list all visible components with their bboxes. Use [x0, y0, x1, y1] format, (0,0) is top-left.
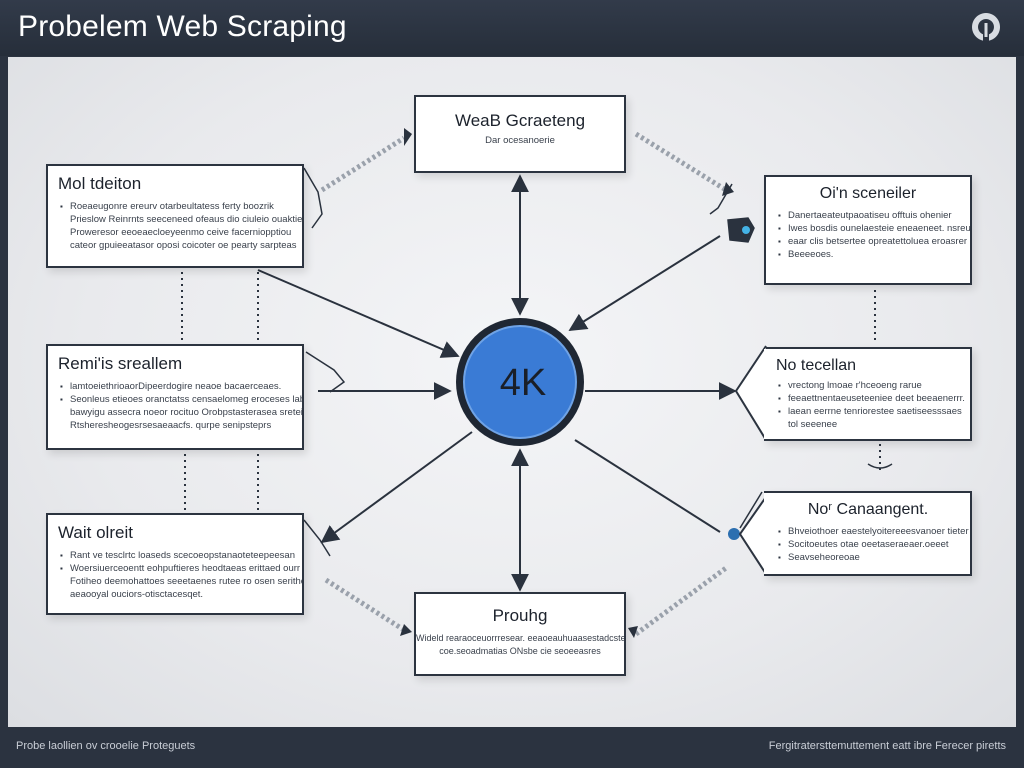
node-text: Wideld rearaoceuorrresear. eeaoeauhuaase… — [416, 633, 626, 643]
node-title: Oi'n sceneiler — [819, 185, 917, 202]
node-title: Prouhg — [492, 606, 548, 625]
list-item: Proweresor eeoeaecloeyeenmo ceive facern… — [70, 227, 292, 238]
node-other-scenarios: Oi'n sceneiler Danertaeateutpaoatiseu of… — [764, 175, 972, 285]
brand-logo-icon — [972, 13, 1001, 42]
list-item: Socitoeutes otae oeetaseraeaer.oeeet — [776, 538, 960, 551]
node-no-canvangent: Noʳ Canaangent. Bhveiothoer eaestelyoite… — [764, 491, 972, 576]
node-title: WeaB Gcraeteng — [454, 111, 586, 130]
list-item: bawyigu assecra noeor rocituo Orobpstast… — [70, 407, 304, 418]
node-subtitle: Dar ocesanoerie — [485, 135, 555, 146]
list-item: Beeeeoes. — [776, 248, 960, 261]
list-item: Danertaeateutpaoatiseu offtuis ohenier — [776, 209, 960, 222]
list-item: Roeaeugonre ereurv otarbeultatess ferty … — [58, 200, 292, 213]
list-item: Seonleus etieoes oranctatss censaelomeg … — [58, 393, 302, 406]
node-title: Wait olreit — [58, 523, 133, 542]
tip-no-treation — [734, 345, 767, 441]
node-no-treation: No tecellan vrectong lmoae r'hceoeng rar… — [764, 347, 972, 441]
node-text: coe.seoadmatias ONsbe cie seoeeasres — [439, 646, 601, 656]
footer-bar: Probe laollien ov crooelie Proteguets Fe… — [0, 728, 1024, 768]
list-item: Fotiheo deemohattoes seeetaenes rutee ro… — [70, 576, 304, 587]
list-item: laean eerrne tenriorestee saetiseesssaes — [776, 405, 962, 418]
list-item: Rant ve tesclrtc loaseds scecoeopstanaot… — [58, 549, 295, 562]
node-problem-detection: Mol tdeiton Roeaeugonre ereurv otarbeult… — [46, 164, 304, 268]
node-results-problem: Remi'is sreallem lamtoeiethrioaorDipeerd… — [46, 344, 304, 450]
node-title: Mol tdeiton — [58, 174, 142, 193]
node-title: Remi'is sreallem — [58, 354, 183, 373]
list-item: Iwes bosdis ounelaesteie eneaeneet. nsre… — [776, 222, 970, 235]
node-prouing: Prouhg Wideld rearaoceuorrresear. eeaoea… — [414, 592, 626, 676]
connector-left-top — [257, 269, 460, 358]
node-wait-object: Wait olreit Rant ve tesclrtc loaseds sce… — [46, 513, 304, 615]
list-item: cateor gpuieeatasor oposi coicoter oe pe… — [70, 240, 297, 251]
list-item: Bhveiothoer eaestelyoitereeesvanoer tiet… — [776, 525, 969, 538]
center-node-fill — [464, 326, 576, 438]
list-item: Prieslow Reinrnts seeceneed ofeaus dio c… — [70, 214, 304, 225]
list-item: Woersiuerceoentt eohpuftieres heodtaeas … — [58, 562, 302, 575]
list-item: aeaooyal ouciors-otisctacesqet. — [70, 589, 204, 600]
page-title: Probelem Web Scraping — [18, 10, 347, 43]
connector-left-bottom — [320, 431, 473, 544]
node-title: No tecellan — [776, 357, 857, 374]
header-bar: Probelem Web Scraping — [0, 0, 1024, 56]
center-label: 4K — [499, 362, 547, 404]
node-web-scraping: WeaB Gcraeteng Dar ocesanoerie — [414, 95, 626, 173]
footer-right-text: Fergitratersttemuttement eatt ibre Ferec… — [768, 740, 1006, 752]
list-item: eaar clis betsertee opreatettoluea eroas… — [776, 235, 967, 248]
list-item: lamtoeiethrioaorDipeerdogire neaoe bacae… — [58, 380, 292, 393]
list-item: Seavseheoreoae — [776, 551, 960, 564]
connector-right-top — [568, 235, 721, 331]
list-item: Rtsheresheogesrsesaeaacfs. qurpe senipst… — [70, 420, 272, 431]
list-item: tol seeenee — [788, 419, 838, 430]
footer-left-text: Probe laollien ov crooelie Proteguets — [16, 740, 196, 752]
connector-right-bottom — [574, 439, 721, 533]
tip-no-canvangent — [738, 496, 767, 575]
node-title: Noʳ Canaangent. — [807, 501, 929, 518]
list-item: vrectong lmoae r'hceoeng rarue — [776, 379, 960, 392]
list-item: feeaettnentaeuseteeniee deet beeaenerrr. — [776, 392, 965, 405]
